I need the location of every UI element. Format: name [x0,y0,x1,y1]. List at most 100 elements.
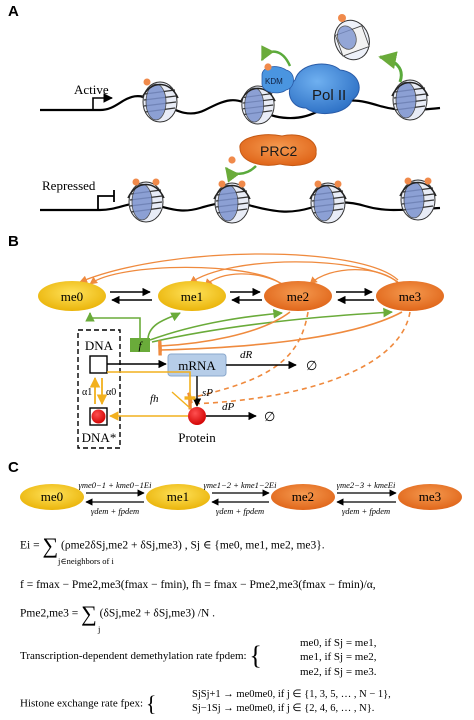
panel-c-label: C [8,459,19,476]
c-fwd-rate-12: γme1−2 + kme1−2Ei [204,480,278,490]
node-me2-label: me2 [287,289,309,304]
me2-inhibit-f [158,311,291,352]
tdd-label: Transcription-dependent demethylation ra… [20,649,247,662]
hx-case-1: SjSj+1 → me0me0, if j ∈ {1, 3, 5, … , N … [192,689,391,700]
c-node-me3-label: me3 [419,489,441,504]
dna-top-label: DNA [85,338,114,353]
methyl-mark-rep-3a [314,180,322,188]
hx-case-2: Sj−1Sj → me0me0, if j ∈ {2, 4, 6, … , N}… [192,702,375,714]
pol2-label: Pol II [312,87,346,104]
transition-me0-me1 [110,287,152,305]
tdd-case-3: me2, if Sj = me3. [300,665,377,678]
f-node [130,338,150,352]
c-fwd-rate-23: γme2−3 + kmeEi [337,480,396,490]
me3-inhibit-f [158,311,403,356]
c-fwd-rate-01: γme0−1 + kme0−1Ei [79,480,153,490]
alpha0-label: α0 [106,387,116,398]
methyl-mark-rep-4a [404,177,412,185]
c-back-rate-01: γdem + fpdem [91,506,139,516]
kdm-demethylation-arrow [260,45,292,67]
arc-me3-to-me0 [79,253,399,283]
panel-b-label: B [8,233,19,250]
tdd-case-1: me0, if Sj = me1, [300,637,377,649]
f-to-me1-arrow [147,312,181,339]
f-label: f [138,340,143,352]
equation-P: Pme2,me3 = ∑ (δSj,me2 + δSj,me3) /N . j [20,600,470,634]
protein-node [188,407,206,425]
protein-label: Protein [178,430,216,445]
eq-E-sum-symbol: ∑ [42,533,59,558]
dna-active-node [89,355,108,374]
transition-me2-me3 [336,287,374,305]
prc2-complex: PRC2 [239,134,317,166]
dna-active-to-fh [107,371,196,400]
c-node-me0 [20,484,84,510]
f-to-me2-arrow [149,309,283,341]
mrna-label: mRNA [178,358,216,373]
me3-inhibit-fh [188,311,411,410]
active-dna-strand [40,95,441,120]
equation-f: f = fmax − Pme2,me3(fmax − fmin), fh = f… [20,579,376,591]
fh-label: fh [150,393,159,405]
f-to-me0-arrow [85,312,141,338]
prc2-label: PRC2 [260,143,298,159]
c-node-me0-label: me0 [41,489,63,504]
nucleosome-active-3 [391,79,429,121]
equation-E: Ei = ∑ (ρme2δSj,me2 + δSj,me3) , Sj ∈ {m… [20,532,470,566]
node-me3-label: me3 [399,289,421,304]
methyl-mark-rep-4b [424,177,432,185]
equation-hx: Histone exchange rate fpex: { [20,690,470,718]
node-me2 [264,281,332,311]
methyl-mark-rep-1b [152,178,160,186]
methyl-mark-rep-2a [218,180,226,188]
methyl-mark-rep-1a [132,178,140,186]
methyl-mark-active-1 [143,78,151,86]
dr-label: dR [240,349,253,361]
transition-me1-me2 [230,287,262,305]
eq-P-lhs: Pme2,me3 = [20,607,79,620]
c-back-rate-12: γdem + fpdem [216,506,264,516]
protein-feedback-fh [171,391,191,409]
methyl-mark-evicted [338,14,346,22]
methyl-mark-rep-2b [238,180,246,188]
dna-repressed-dot [91,409,106,424]
arc-me2-to-me1 [204,273,285,287]
repressed-promoter-bar [97,190,115,210]
protein-null-symbol: ∅ [264,409,275,424]
eq-E-sum-range: j∈neighbors of i [58,555,114,566]
node-me1 [158,281,226,311]
eq-E-rhs: (ρme2δSj,me2 + δSj,me3) , Sj ∈ {me0, me1… [61,539,325,552]
node-me0-label: me0 [61,289,83,304]
eq-P-rhs: (δSj,me2 + δSj,me3) /N . [99,607,216,620]
nucleosome-repressed-2 [213,182,251,224]
repressed-label: Repressed [42,178,96,193]
c-node-me3 [398,484,462,510]
panel-a-label: A [8,3,19,20]
equation-tdd: Transcription-dependent demethylation ra… [20,640,470,673]
c-back-rate-23: γdem + fpdem [342,506,390,516]
methyl-mark-kdm [264,63,272,71]
mrna-null-symbol: ∅ [306,358,317,373]
hx-cases: SjSj+1 → me0me0, if j ∈ {1, 3, 5, … , N … [192,688,391,715]
sp-label: sP [202,387,213,399]
hx-brace: { [145,691,157,716]
dna-bottom-label: DNA* [82,430,117,445]
kdm-label: KDM [265,77,283,86]
node-me3 [376,281,444,311]
me2-inhibit-fh [187,311,309,404]
methyl-mark-prc2 [228,156,236,164]
nucleosome-repressed-1 [127,181,165,223]
tdd-cases: me0, if Sj = me1, me1, if Sj = me2, me2,… [300,636,376,679]
node-me0 [38,281,106,311]
tdd-case-2: me1, if Sj = me2, [300,651,377,664]
node-me1-label: me1 [181,289,203,304]
active-label: Active [74,82,109,97]
dp-label: dP [222,401,235,413]
c-node-me2 [271,484,335,510]
eq-P-sum-range: j [98,623,101,634]
pol2-complex: Pol II [288,63,360,115]
kdm-enzyme: KDM [261,66,294,94]
eq-E-lhs: Ei = [20,539,40,552]
dna-states-box [77,329,121,449]
